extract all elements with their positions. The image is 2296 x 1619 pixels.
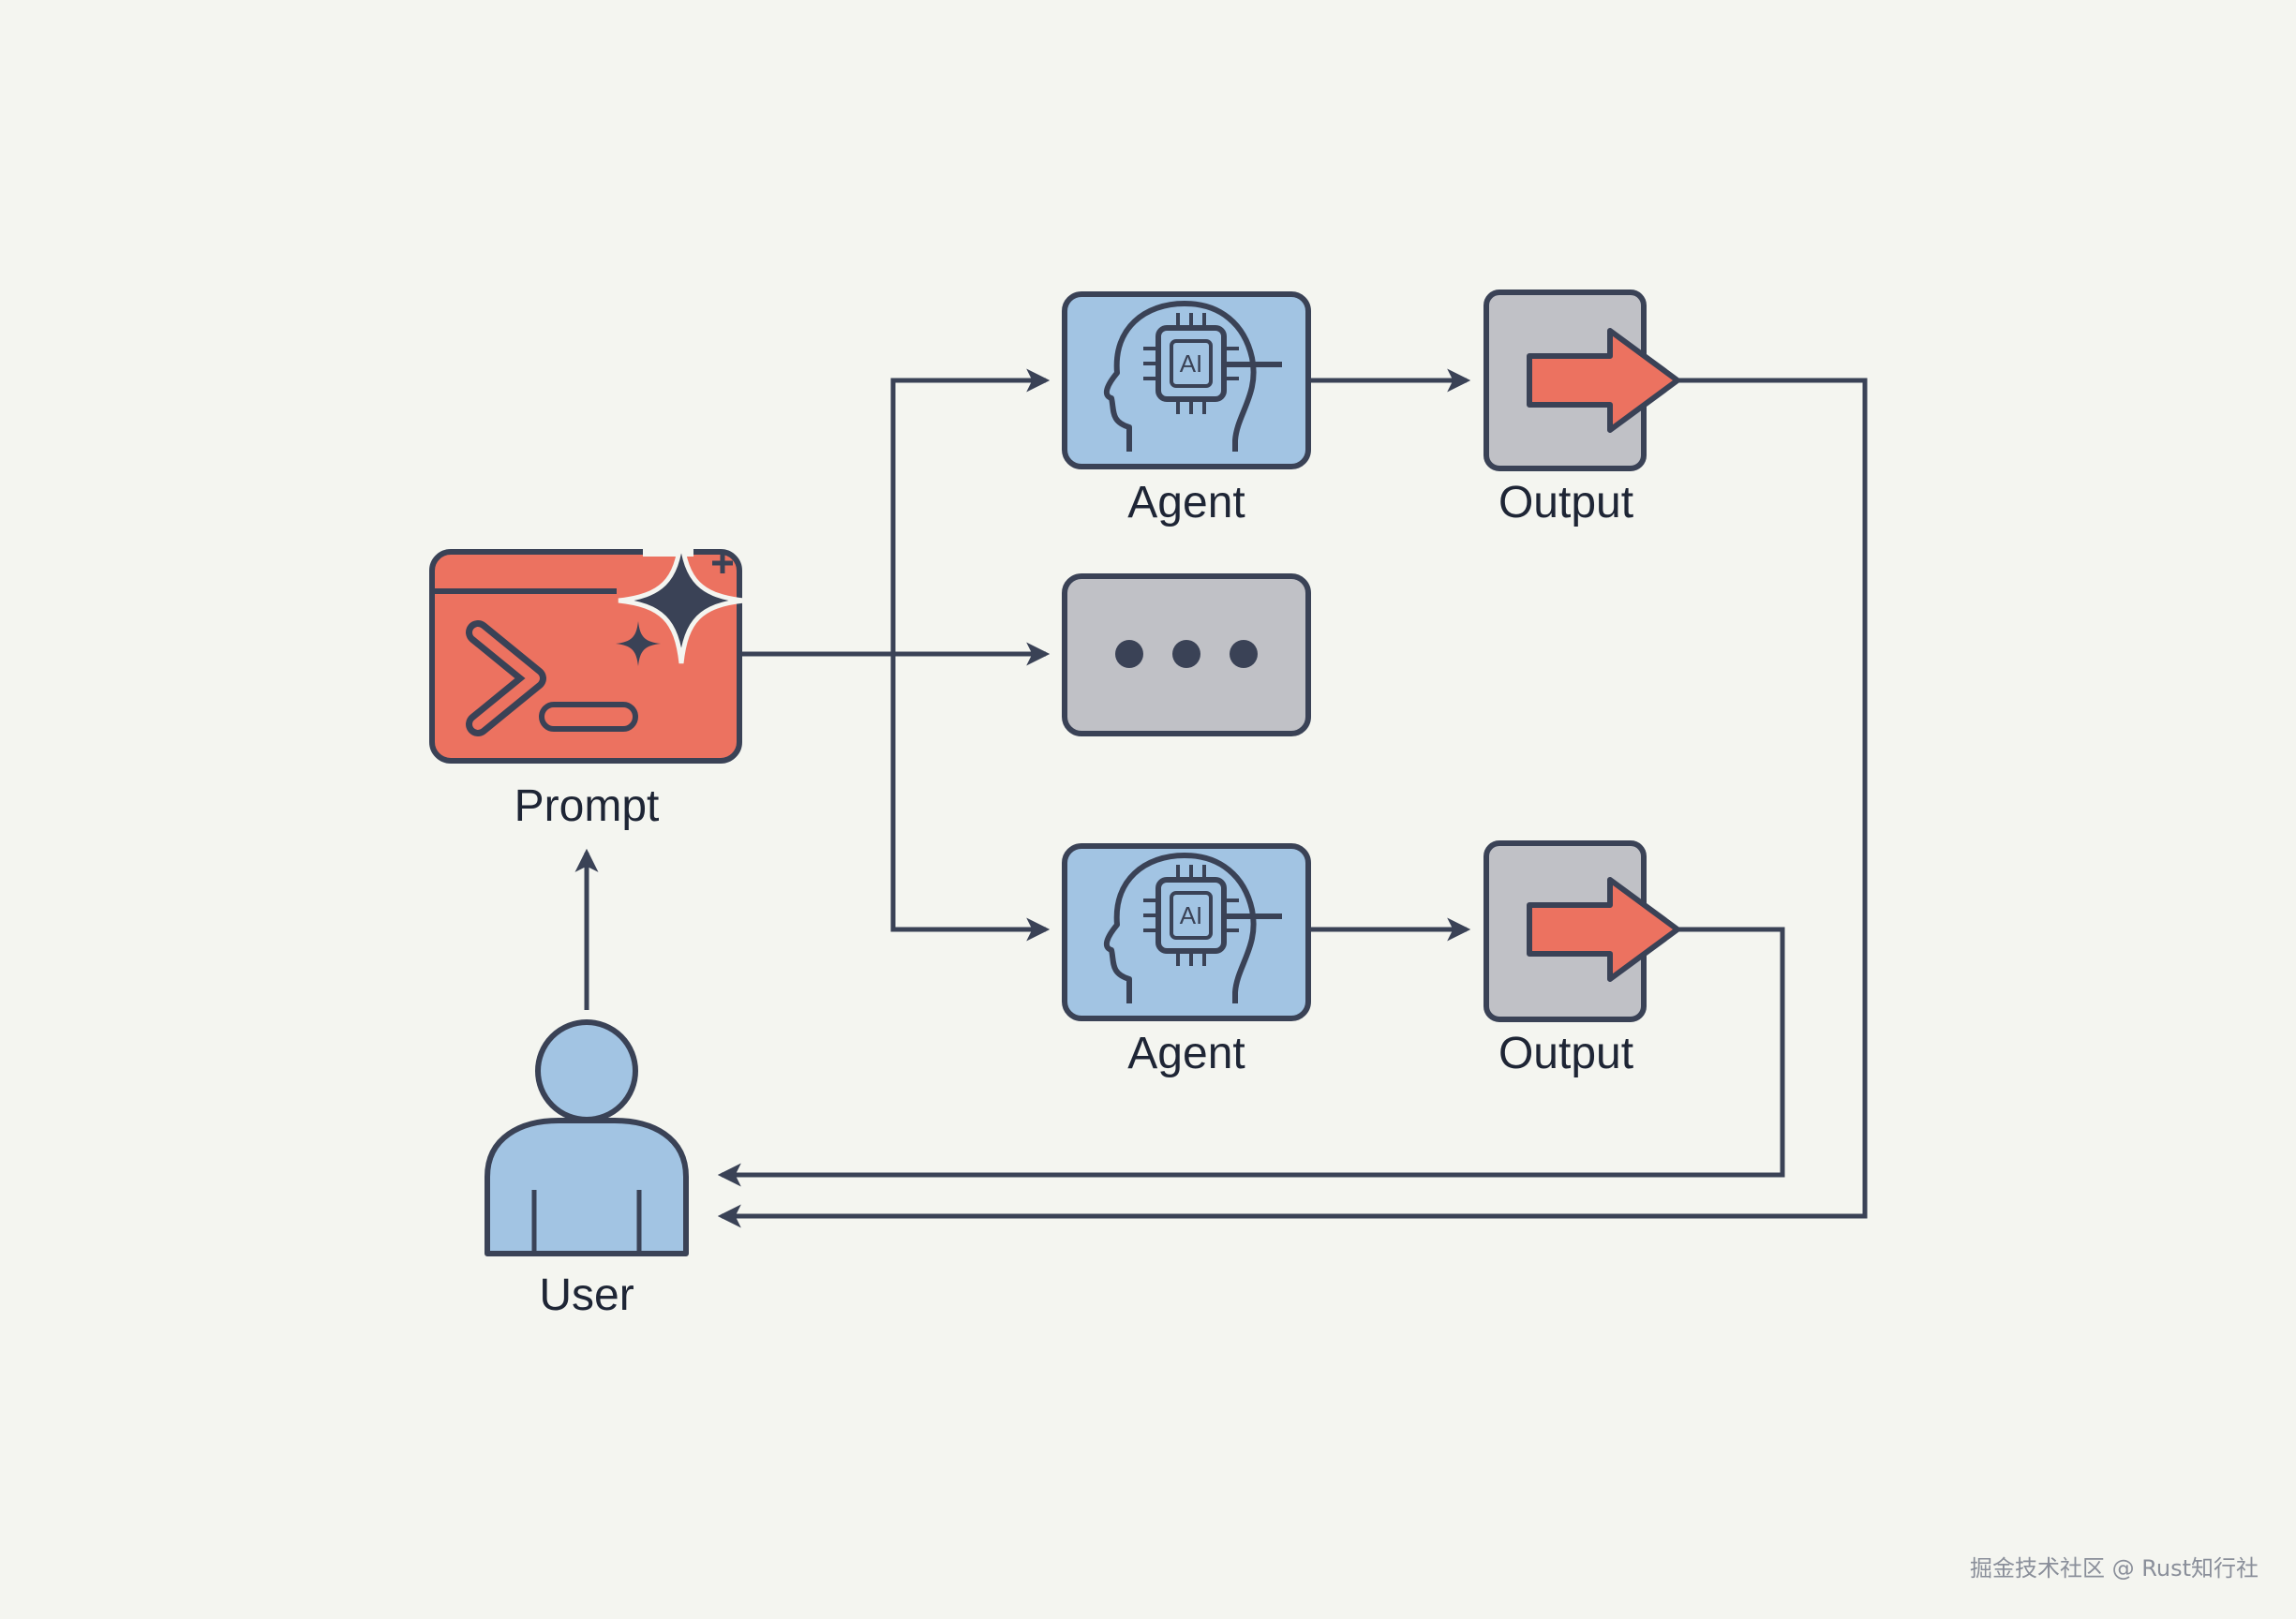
prompt-to-agent-top-arrow	[890, 368, 1051, 654]
agent-top-label: Agent	[1127, 478, 1245, 527]
right-arrow-icon	[1483, 840, 1680, 1022]
output-bottom-label: Output	[1498, 1029, 1633, 1078]
agent-node-bottom: AI Agent	[1062, 843, 1311, 1078]
agent-node-top: AI Agent	[1062, 291, 1311, 527]
output-top-to-user-arrow	[717, 378, 1868, 1228]
right-arrow-icon	[1483, 290, 1680, 471]
user-label: User	[539, 1270, 634, 1320]
agent-bottom-label: Agent	[1127, 1029, 1245, 1078]
prompt-node: Prompt	[429, 537, 745, 831]
ai-head-chip-icon: AI	[1062, 291, 1311, 469]
person-icon	[485, 1019, 689, 1256]
output-node-bottom: Output	[1483, 840, 1680, 1078]
output-node-top: Output	[1483, 290, 1680, 527]
ellipsis-icon	[1062, 573, 1311, 736]
ai-chip-text: AI	[1180, 901, 1203, 929]
ai-chip-text: AI	[1180, 349, 1203, 378]
prompt-label: Prompt	[514, 781, 660, 831]
output-bottom-to-user-arrow	[717, 927, 1785, 1187]
terminal-sparkle-icon	[429, 537, 745, 764]
watermark-text: 掘金技术社区 @ Rust知行社	[1970, 1555, 2259, 1582]
ai-head-chip-icon: AI	[1062, 843, 1311, 1021]
user-node: User	[485, 1019, 689, 1320]
prompt-to-agent-bottom-arrow	[890, 654, 1051, 942]
output-top-label: Output	[1498, 478, 1633, 527]
placeholder-node	[1062, 573, 1311, 736]
connectors	[574, 368, 1868, 1228]
